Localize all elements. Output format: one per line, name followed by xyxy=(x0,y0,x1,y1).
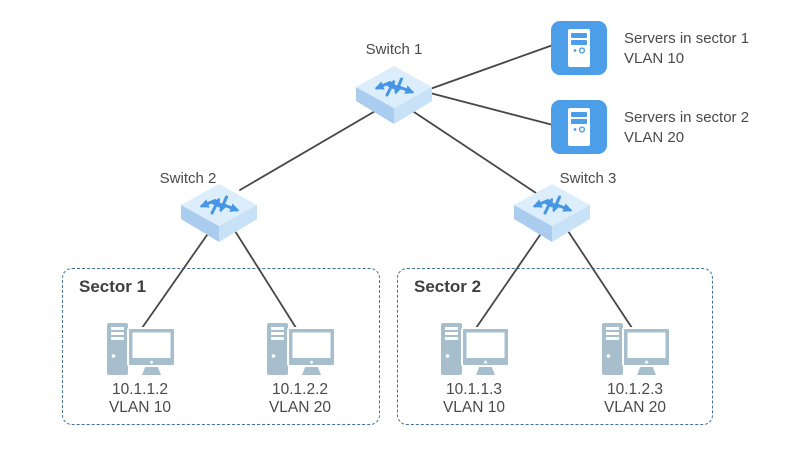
server-2-icon xyxy=(551,100,607,154)
switch-2-icon xyxy=(181,184,257,242)
link-switch3-pc4 xyxy=(567,230,635,332)
link-switch2-pc1 xyxy=(141,234,208,329)
pc-3-vlan: VLAN 10 xyxy=(442,399,506,416)
server-1-caption: Servers in sector 1 VLAN 10 xyxy=(624,29,749,69)
sector-2-box: Sector 2 xyxy=(397,268,713,425)
pc-1-caption: 10.1.1.2 VLAN 10 xyxy=(80,381,200,417)
switch-2-label: Switch 2 xyxy=(159,170,217,187)
pc-3-caption: 10.1.1.3 VLAN 10 xyxy=(414,381,534,417)
pc-2-caption: 10.1.2.2 VLAN 20 xyxy=(240,381,360,417)
server-1-caption-line2: VLAN 10 xyxy=(624,50,685,67)
server-1-icon xyxy=(551,21,607,75)
pc-2-icon xyxy=(264,321,336,379)
server-1-caption-line1: Servers in sector 1 xyxy=(624,30,750,47)
pc-4-ip: 10.1.2.3 xyxy=(606,381,664,398)
sector-1-title: Sector 1 xyxy=(79,277,147,296)
pc-1-vlan: VLAN 10 xyxy=(108,399,172,416)
sector-2-title: Sector 2 xyxy=(414,277,482,296)
link-switch2-pc2 xyxy=(234,230,299,332)
switch-3-label: Switch 3 xyxy=(559,170,617,187)
pc-4-caption: 10.1.2.3 VLAN 20 xyxy=(575,381,695,417)
pc-4-vlan: VLAN 20 xyxy=(603,399,667,416)
switch-1-icon xyxy=(356,66,432,124)
server-2-caption-line1: Servers in sector 2 xyxy=(624,109,750,126)
switch-3-icon xyxy=(514,184,590,242)
sector-1-box: Sector 1 xyxy=(62,268,380,425)
pc-3-ip: 10.1.1.3 xyxy=(445,381,503,398)
server-2-caption: Servers in sector 2 VLAN 20 xyxy=(624,108,749,148)
link-switch1-server2 xyxy=(429,92,554,126)
link-switch1-server1 xyxy=(429,44,554,90)
switch-1-label: Switch 1 xyxy=(365,41,423,58)
link-switch1-switch2 xyxy=(239,109,378,191)
pc-2-vlan: VLAN 20 xyxy=(268,399,332,416)
link-switch3-pc3 xyxy=(475,234,541,329)
pc-4-icon xyxy=(599,321,671,379)
pc-3-icon xyxy=(438,321,510,379)
link-switch1-switch3 xyxy=(410,109,537,194)
pc-1-icon xyxy=(104,321,176,379)
pc-1-ip: 10.1.1.2 xyxy=(111,381,169,398)
server-2-caption-line2: VLAN 20 xyxy=(624,129,685,146)
pc-2-ip: 10.1.2.2 xyxy=(271,381,329,398)
